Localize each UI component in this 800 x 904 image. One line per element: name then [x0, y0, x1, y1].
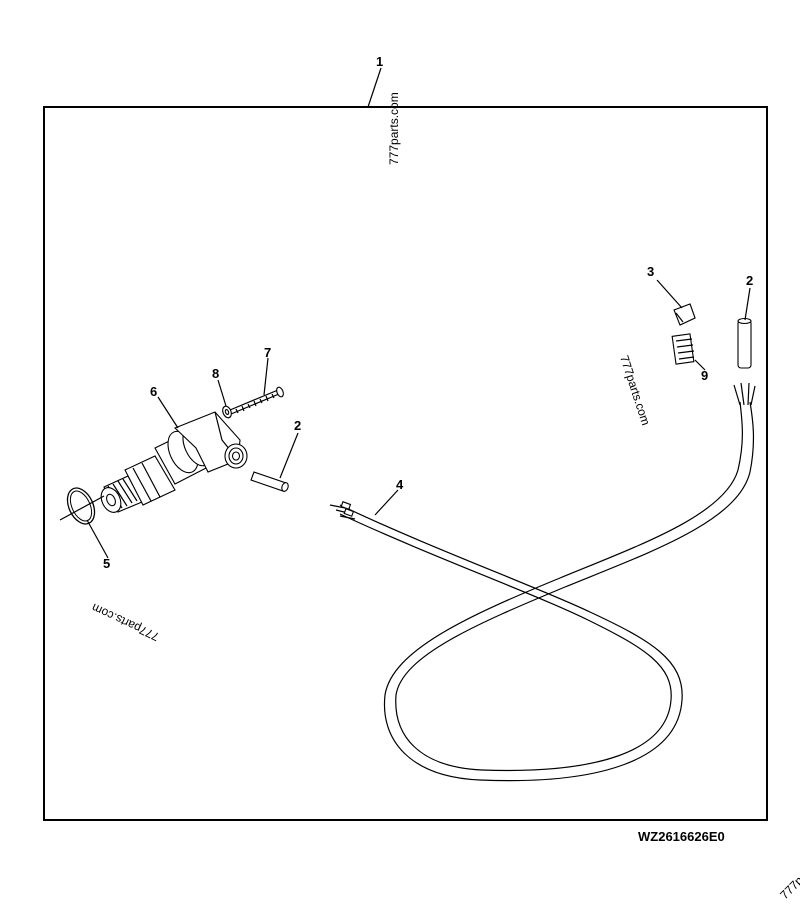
leader-7 [263, 357, 269, 396]
leader-5 [86, 519, 109, 559]
watermark-top: 777parts.com [387, 92, 401, 165]
figure-reference: WZ2616626E0 [638, 829, 725, 844]
leader-3 [656, 279, 683, 309]
callout-6: 6 [150, 384, 157, 399]
callout-8: 8 [212, 366, 219, 381]
seal-block [671, 333, 695, 365]
leader-8 [217, 379, 227, 407]
washer [222, 405, 232, 419]
pressure-sensor [100, 411, 248, 513]
callout-5: 5 [103, 556, 110, 571]
cable-assembly [329, 382, 756, 782]
leader-1 [367, 67, 382, 108]
watermark-corner: 777parts.com [777, 841, 800, 902]
callout-2-right: 2 [746, 273, 753, 288]
callout-3: 3 [647, 264, 654, 279]
diagram-frame [43, 106, 768, 821]
pin-part-left [250, 471, 289, 492]
leader-6 [157, 396, 179, 429]
sleeve-part-right [737, 317, 752, 369]
callout-2-left: 2 [294, 418, 301, 433]
leader-4 [374, 489, 399, 516]
leader-2-right [744, 287, 751, 321]
screw [229, 386, 284, 415]
leader-9 [694, 359, 706, 371]
callout-9: 9 [701, 368, 708, 383]
watermark-left: 777parts.com [89, 601, 161, 644]
o-ring [66, 487, 96, 525]
leader-2-left [279, 432, 299, 479]
callout-7: 7 [264, 345, 271, 360]
watermark-mid: 777parts.com [617, 354, 653, 427]
terminal-clip [673, 303, 696, 326]
callout-1: 1 [376, 54, 383, 69]
center-line [59, 495, 105, 521]
callout-4: 4 [396, 477, 404, 492]
